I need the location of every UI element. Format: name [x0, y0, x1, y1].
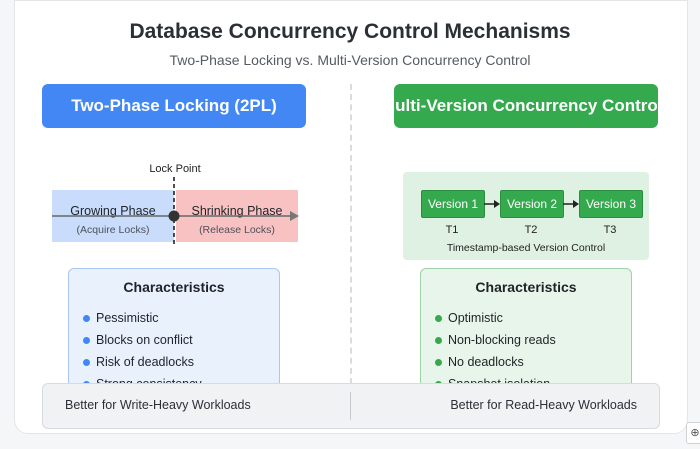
list-item: Risk of deadlocks — [83, 351, 202, 373]
bullet-icon — [83, 337, 90, 344]
shrinking-phase-sub: (Release Locks) — [199, 224, 275, 236]
lock-point-dot — [168, 210, 180, 222]
list-item-text: No deadlocks — [448, 355, 524, 369]
arrow-right-icon — [494, 200, 500, 208]
footer-read-heavy: Better for Read-Heavy Workloads — [450, 398, 637, 412]
timestamp-label-3: T3 — [603, 224, 617, 236]
bullet-icon — [435, 359, 442, 366]
shrinking-phase-label: Shrinking Phase — [191, 204, 283, 218]
list-item-text: Non-blocking reads — [448, 333, 556, 347]
workload-footer: Better for Write-Heavy Workloads Better … — [42, 383, 660, 429]
bullet-icon — [83, 315, 90, 322]
characteristics-title: Characteristics — [123, 279, 225, 295]
characteristics-title: Characteristics — [475, 279, 577, 295]
two-phase-locking-header: Two-Phase Locking (2PL) — [42, 84, 306, 128]
page-title: Database Concurrency Control Mechanisms — [129, 20, 571, 43]
bullet-icon — [83, 359, 90, 366]
mvcc-header: Multi-Version Concurrency Control — [394, 84, 658, 128]
version-arrows — [484, 200, 579, 208]
list-item-text: Blocks on conflict — [96, 333, 193, 347]
list-item: Blocks on conflict — [83, 329, 202, 351]
list-item: Pessimistic — [83, 307, 202, 329]
list-item: Optimistic — [435, 307, 556, 329]
list-item: No deadlocks — [435, 351, 556, 373]
version-box-1: Version 1 — [421, 190, 485, 218]
footer-write-heavy: Better for Write-Heavy Workloads — [65, 398, 251, 412]
list-item-text: Pessimistic — [96, 311, 159, 325]
page-subtitle: Two-Phase Locking vs. Multi-Version Conc… — [169, 52, 531, 68]
arrow-right-icon — [573, 200, 579, 208]
mvcc-header-text: Multi-Version Concurrency Control — [394, 96, 658, 115]
characteristics-2pl: Characteristics Pessimistic Blocks on co… — [68, 268, 280, 400]
bullet-icon — [435, 337, 442, 344]
characteristics-mvcc: Characteristics Optimistic Non-blocking … — [420, 268, 632, 400]
timestamp-caption: Timestamp-based Version Control — [446, 242, 606, 254]
list-item: Non-blocking reads — [435, 329, 556, 351]
timestamp-label-2: T2 — [524, 224, 538, 236]
list-item-text: Risk of deadlocks — [96, 355, 194, 369]
version-box-2: Version 2 — [500, 190, 564, 218]
growing-phase-sub: (Acquire Locks) — [76, 224, 150, 236]
growing-phase-label: Growing Phase — [70, 204, 156, 218]
footer-divider — [350, 392, 351, 420]
list-item-text: Optimistic — [448, 311, 503, 325]
zoom-icon[interactable]: ⊕ — [686, 422, 700, 444]
version-box-3: Version 3 — [579, 190, 643, 218]
timestamp-label-1: T1 — [445, 224, 459, 236]
center-divider — [350, 84, 352, 384]
bullet-icon — [435, 315, 442, 322]
timeline-arrow-icon — [290, 211, 299, 221]
lock-point-label: Lock Point — [149, 163, 201, 175]
lock-point-graphic — [52, 177, 299, 247]
